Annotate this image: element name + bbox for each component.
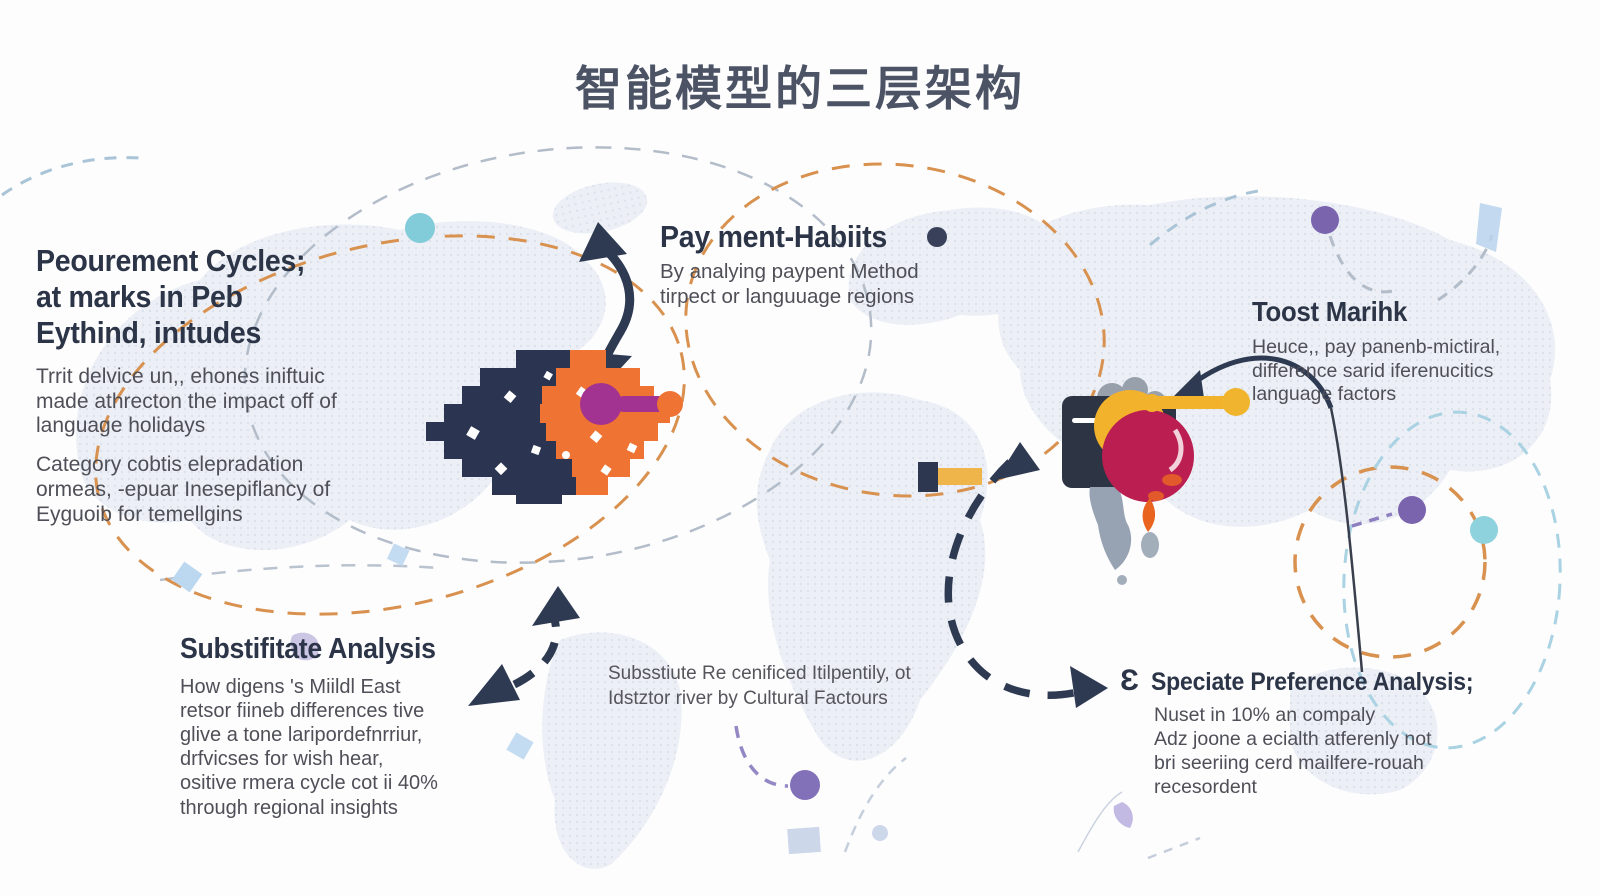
blue-dot-small <box>872 825 888 841</box>
chart-device-icon <box>1062 377 1250 585</box>
payment-body: By analying paypent Method tirpect or la… <box>660 259 919 308</box>
legend-swatch-icon <box>918 462 982 492</box>
dashed-orbit-orange-right <box>1293 465 1487 659</box>
teal-dot <box>1470 516 1498 544</box>
loop-arrow-icon <box>944 442 1108 708</box>
dashed-to-parallelogram <box>1437 234 1494 302</box>
substitute-body: How digens 's Miildl East retsor fiineb … <box>180 675 438 819</box>
purple-dot <box>1311 206 1339 234</box>
dashed-curve-topleft <box>1 156 141 197</box>
pointer-arrow-icon <box>1170 355 1364 673</box>
purple-dot <box>790 770 820 800</box>
speciate-body: Nuset in 10% an compaly Adz joone a ecia… <box>1154 704 1432 798</box>
dashed-bottomright <box>1147 836 1201 860</box>
dumbbell-connector-icon <box>1143 388 1250 416</box>
india-landmass <box>1089 487 1132 570</box>
dashed-orbit-orange-center <box>684 162 1106 498</box>
speciate-heading: Speciate Preference Analysis; <box>1150 668 1474 696</box>
blue-diamond <box>386 543 410 566</box>
purple-dot <box>1398 496 1426 524</box>
teal-dot <box>405 213 435 243</box>
bullet-dot-icon <box>926 226 947 247</box>
payment-heading: Pay ment-Habiits <box>660 219 887 254</box>
section-speciate-preference: Ɛ Speciate Preference Analysis; Nuset in… <box>1120 664 1560 800</box>
section-cultural-note: Subsstiute Re cenificed Itilpentily, ot … <box>608 662 1008 711</box>
blue-square <box>787 826 821 855</box>
dashed-orbit-gray <box>243 146 873 564</box>
procurement-para1: Trrit delvice un,, ehones iniftuic made … <box>36 364 337 438</box>
cultural-note-body: Subsstiute Re cenificed Itilpentily, ot … <box>608 663 911 709</box>
thin-curve-bottomright <box>1077 791 1123 853</box>
node-dots <box>405 206 1498 800</box>
blue-parallelogram <box>1476 203 1502 252</box>
section-procurement: Peourement Cycles; at marks in Peb Eythi… <box>36 243 396 527</box>
blue-diamond <box>506 732 534 760</box>
pixel-map-navy <box>426 350 576 504</box>
section-payment: Pay ment-Habiits By analying paypent Met… <box>660 219 1040 309</box>
epsilon-glyph: Ɛ <box>1120 664 1139 697</box>
dashed-line-gray <box>159 564 441 582</box>
section-substitute-analysis: Substifitate Analysis How digens 's Miil… <box>180 633 510 820</box>
procurement-heading: Peourement Cycles; at marks in Peb Eythi… <box>36 243 306 350</box>
dashed-curve-topright <box>1149 188 1266 247</box>
globe-patch <box>1148 491 1164 501</box>
toost-body: Heuce,, pay panenb-mictiral, difference … <box>1252 336 1501 406</box>
procurement-para2: Category cobtis elepradation ormeas, -ep… <box>36 453 331 526</box>
swap-arrow-icon <box>468 586 580 706</box>
confetti-shapes <box>171 203 1502 855</box>
globe-glint <box>1168 428 1184 473</box>
toost-heading: Toost Marihk <box>1252 296 1408 327</box>
dashed-from-purple-dot <box>1328 235 1399 294</box>
blue-diamond <box>171 561 203 593</box>
globe-drip <box>1142 498 1156 532</box>
lavender-blob <box>290 632 320 661</box>
dashed-orbit-orange-left <box>94 234 686 616</box>
pixel-map-icon <box>426 350 683 504</box>
landmass-dot <box>1117 575 1127 585</box>
dashed-curve-bottom <box>843 757 907 853</box>
purple-dot-dash <box>1351 512 1393 528</box>
globe-patch <box>1162 474 1182 486</box>
key-connector-icon <box>580 383 683 425</box>
landmass-small <box>1141 532 1159 558</box>
page-title: 智能模型的三层架构 <box>575 62 1025 115</box>
purple-dashed-path <box>734 725 789 788</box>
substitute-heading: Substifitate Analysis <box>180 633 436 665</box>
lavender-wedge <box>1113 802 1133 828</box>
section-toost-marihk: Toost Marihk Heuce,, pay panenb-mictiral… <box>1252 296 1552 407</box>
dashed-orbit-blue <box>1342 410 1562 750</box>
